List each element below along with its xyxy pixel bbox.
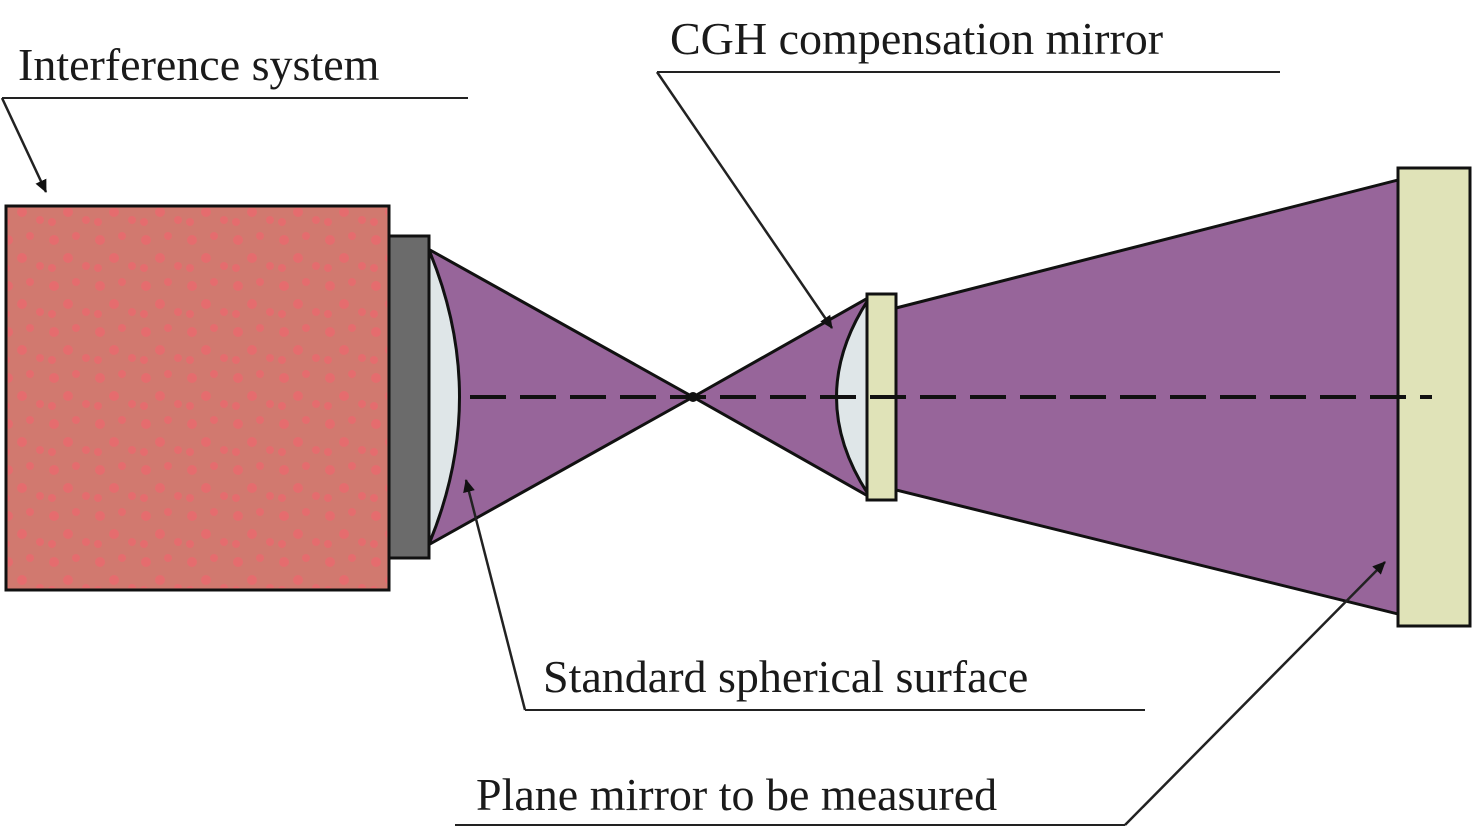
focal-point — [688, 392, 698, 402]
leader-standard-spherical-surface — [463, 479, 1145, 711]
plane-mirror — [1396, 166, 1472, 628]
interference-system — [4, 204, 391, 592]
leader-cgh-compensation-mirror — [655, 71, 1280, 329]
label-interference-system: Interference system — [18, 39, 380, 90]
label-standard-spherical-surface: Standard spherical surface — [543, 651, 1028, 702]
label-cgh-compensation-mirror: CGH compensation mirror — [670, 13, 1163, 64]
label-plane-mirror: Plane mirror to be measured — [476, 769, 997, 820]
interferometer-speckle-texture — [8, 208, 387, 588]
leader-plane-mirror — [455, 561, 1386, 826]
leader-interference-system — [0, 97, 468, 193]
standard-spherical-lens — [427, 249, 461, 545]
lens-mount — [387, 234, 431, 560]
